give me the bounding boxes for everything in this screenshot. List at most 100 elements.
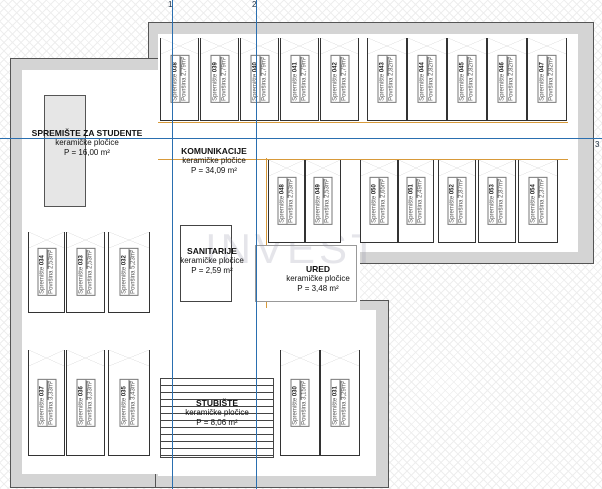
door-swing-icon: [109, 350, 149, 366]
door-swing-icon: [321, 350, 359, 366]
unit-area: Površina 2,65m²: [378, 178, 388, 224]
unit-area: Površina 3,33m²: [85, 379, 94, 426]
unit-name: Spremište 051: [408, 184, 415, 223]
door-swing-icon: [161, 38, 198, 54]
unit-area: Površina 2,87m²: [496, 178, 506, 224]
axis-label-1: 1: [168, 0, 173, 9]
unit-area: Površina 2,53m²: [85, 249, 94, 295]
door-swing-icon: [281, 38, 318, 54]
room-floor: keramičke pločice: [55, 138, 119, 147]
unit-area: Površina 2,53m²: [46, 249, 55, 295]
door-swing-icon: [399, 160, 433, 176]
unit-name: Spremište 053: [489, 184, 496, 223]
unit-area: Površina 2,82m²: [506, 56, 516, 102]
door-swing-icon: [29, 232, 64, 248]
unit-area: Površina 2,82m²: [466, 56, 476, 102]
door-swing-icon: [109, 232, 149, 248]
unit-area: Površina 2,79m²: [219, 56, 228, 102]
axis-label-2: 2: [252, 0, 257, 9]
unit-name: Spremište 050: [371, 184, 378, 223]
unit-name: Spremište 044: [419, 62, 426, 101]
unit-name: Spremište 046: [499, 62, 506, 101]
unit-area: Površina 2,79m²: [259, 56, 268, 102]
sanitary-room: [180, 225, 232, 302]
door-swing-icon: [448, 38, 486, 54]
door-swing-icon: [479, 160, 515, 176]
unit-name: Spremište 042: [332, 62, 338, 101]
unit-name: Spremište 034: [39, 255, 45, 294]
unit-name: Spremište 054: [530, 184, 537, 223]
door-swing-icon: [519, 160, 557, 176]
unit-name: Spremište 047: [539, 62, 546, 101]
corridor-outline-v: [266, 158, 267, 308]
door-swing-icon: [67, 350, 104, 366]
door-swing-icon: [408, 38, 446, 54]
room-floor: keramičke pločice: [182, 156, 246, 165]
door-swing-icon: [241, 38, 278, 54]
door-swing-icon: [306, 160, 340, 176]
unit-area: Površina 2,82m²: [426, 56, 436, 102]
unit-area: Površina 2,82m²: [546, 56, 556, 102]
unit-name: Spremište 033: [78, 255, 84, 294]
unit-area: Površina 2,87m²: [456, 178, 466, 224]
corridor-outline: [158, 122, 568, 160]
unit-name: Spremište 032: [121, 255, 128, 294]
unit-area: Površina 2,53m²: [286, 178, 295, 224]
unit-area: Površina 2,82m²: [386, 56, 396, 102]
unit-area: Površina 2,79m²: [299, 56, 308, 102]
unit-name: Spremište 048: [279, 184, 285, 223]
door-swing-icon: [439, 160, 475, 176]
door-swing-icon: [201, 38, 238, 54]
unit-name: Spremište 035: [121, 385, 128, 425]
unit-name: Spremište 041: [292, 62, 298, 101]
unit-area: Površina 2,53m²: [322, 178, 332, 224]
door-swing-icon: [29, 350, 64, 366]
axis-line-1: [172, 0, 173, 489]
unit-name: Spremište 052: [449, 184, 456, 223]
door-swing-icon: [368, 38, 406, 54]
door-swing-icon: [281, 350, 319, 366]
room-name: KOMUNIKACIJE: [181, 146, 247, 156]
room-floor: keramičke pločice: [185, 408, 249, 417]
unit-area: Površina 3,43m²: [128, 379, 138, 426]
unit-name: Spremište 031: [332, 385, 339, 425]
room-area: P = 3,48 m²: [297, 284, 339, 293]
unit-name: Spremište 036: [78, 385, 84, 425]
